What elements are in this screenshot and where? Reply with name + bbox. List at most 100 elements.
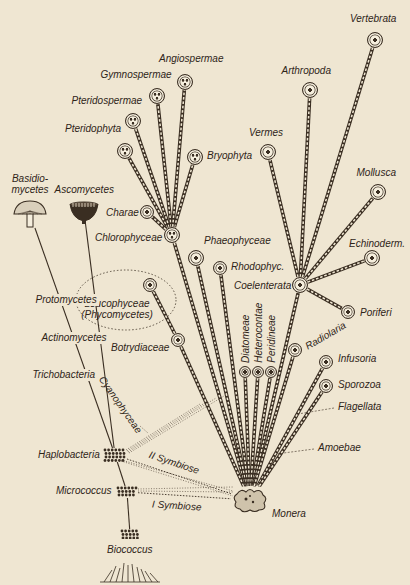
taxon-circle: Pteridophyta: [117, 143, 133, 159]
bacterium-dot: [129, 533, 132, 536]
bacterium-dot: [115, 456, 118, 459]
taxon-circle: Heterocontae: [252, 366, 264, 378]
taxon-name: Radiolaria: [303, 320, 348, 352]
cup-stripe: [79, 203, 80, 207]
bacterium-dot: [120, 487, 123, 490]
taxon-circle: Sporozoa: [319, 379, 333, 393]
group-label: Actinomycetes: [40, 332, 109, 344]
bacterium-dot: [123, 452, 126, 455]
taxon-name: Phaeophyceae: [204, 235, 271, 247]
bacterium-dot: [111, 449, 114, 452]
symbiosis-fan: [121, 396, 233, 496]
taxon-circle: Arthropoda: [302, 82, 318, 98]
bacterium-dot: [129, 537, 132, 539]
bacterium-dot: [135, 530, 138, 533]
bacterium-dot: [122, 533, 125, 536]
taxon-circle: Echinoderm.: [364, 250, 380, 266]
lineage-line: [259, 392, 322, 486]
lineage-line: [158, 104, 171, 226]
taxon-name: Ascomycetes: [55, 184, 114, 196]
lineage-line: [35, 228, 113, 448]
bacteria-cluster: Micrococcus: [116, 486, 138, 498]
taxon-name: Vertebrata: [350, 13, 396, 25]
cup-stripe: [94, 203, 95, 207]
taxon-name: Haplobacteria: [38, 449, 100, 461]
bacterium-dot: [118, 494, 121, 497]
taxon-name: Basidio- mycetes: [7, 173, 53, 196]
line-outer: [153, 292, 174, 334]
line-outer: [245, 378, 249, 486]
symbiosis-label: I Symbiose: [152, 499, 202, 514]
bacterium-dot: [105, 452, 108, 455]
lineage-line: [258, 368, 323, 486]
bacterium-dot: [107, 449, 110, 452]
taxon-name: Monera: [272, 508, 306, 520]
lineage-line: [245, 378, 249, 486]
bacterium-dot: [132, 533, 135, 536]
bacterium-dot: [122, 449, 125, 452]
mushroom-cap: [14, 201, 46, 214]
cup-stem: [82, 220, 86, 224]
group-label: Protomycetes: [34, 294, 99, 306]
bacterium-dot: [125, 533, 128, 536]
cup-rim: [71, 202, 98, 207]
taxon-circle: Gymnospermae: [149, 88, 165, 104]
line-solid: [35, 228, 113, 448]
line-inner: [173, 90, 185, 226]
taxon-circle: Diatomeae: [239, 366, 251, 378]
taxon-circle: Phaeophyceae: [188, 250, 204, 266]
monera-granule: [245, 498, 248, 501]
taxon-name: Micrococcus: [56, 485, 112, 497]
bacterium-dot: [104, 449, 107, 452]
bacterium-dot: [128, 530, 131, 533]
bacterium-dot: [115, 452, 118, 455]
mush-icon: [13, 200, 47, 228]
bacterium-dot: [112, 456, 115, 459]
taxon-circle: Peridineae: [265, 366, 277, 378]
taxon-circle: Angiospermae: [177, 74, 193, 90]
bacteria-cluster: Biococcus: [120, 529, 140, 539]
fan-line: [138, 487, 233, 489]
bacterium-dot: [118, 459, 121, 462]
taxon-name: Biococcus: [107, 544, 153, 556]
line-inner: [300, 98, 309, 276]
mushroom-gill: [18, 211, 30, 214]
bacterium-dot: [108, 456, 111, 459]
taxon-name: Gymnospermae: [101, 69, 172, 81]
taxon-name: Coelenterata: [234, 280, 291, 292]
bacterium-dot: [105, 456, 108, 459]
group-label: Amoebae: [318, 442, 361, 454]
bacterium-dot: [125, 490, 128, 493]
line-inner: [258, 368, 323, 486]
taxon-name: Sporozoa: [338, 379, 381, 391]
bacteria-cluster: Haplobacteria: [103, 448, 127, 462]
taxon-name: Charae: [106, 207, 139, 219]
bacterium-dot: [118, 449, 121, 452]
taxon-circle: Leucophyceae (Phycomycetes): [143, 278, 157, 292]
taxon-name: Botrydiaceae: [111, 342, 169, 354]
line-outer: [258, 368, 323, 486]
lineage-line: [174, 243, 246, 486]
line-inner: [259, 392, 322, 486]
line-outer: [174, 243, 246, 486]
taxon-name: Pteridophyta: [65, 123, 121, 135]
dots-icon: [120, 529, 140, 539]
bacterium-dot: [131, 530, 134, 533]
taxon-name: Peridineae: [266, 315, 278, 363]
taxon-circle: Botrydiaceae: [171, 333, 185, 347]
bacterium-dot: [136, 533, 139, 536]
line-inner: [270, 160, 298, 277]
cup-stripe: [76, 203, 77, 207]
group-label: Trichobacteria: [31, 369, 98, 381]
bacterium-dot: [121, 530, 124, 533]
bacterium-dot: [131, 487, 134, 490]
line-outer: [300, 98, 309, 276]
bacterium-dot: [132, 494, 135, 497]
mushroom-gill: [26, 211, 30, 214]
taxon-name: Bryophyta: [207, 150, 252, 162]
tuft-strokes: [100, 563, 160, 582]
bacterium-dot: [128, 490, 131, 493]
taxon-name: Pteridospermae: [72, 95, 143, 107]
